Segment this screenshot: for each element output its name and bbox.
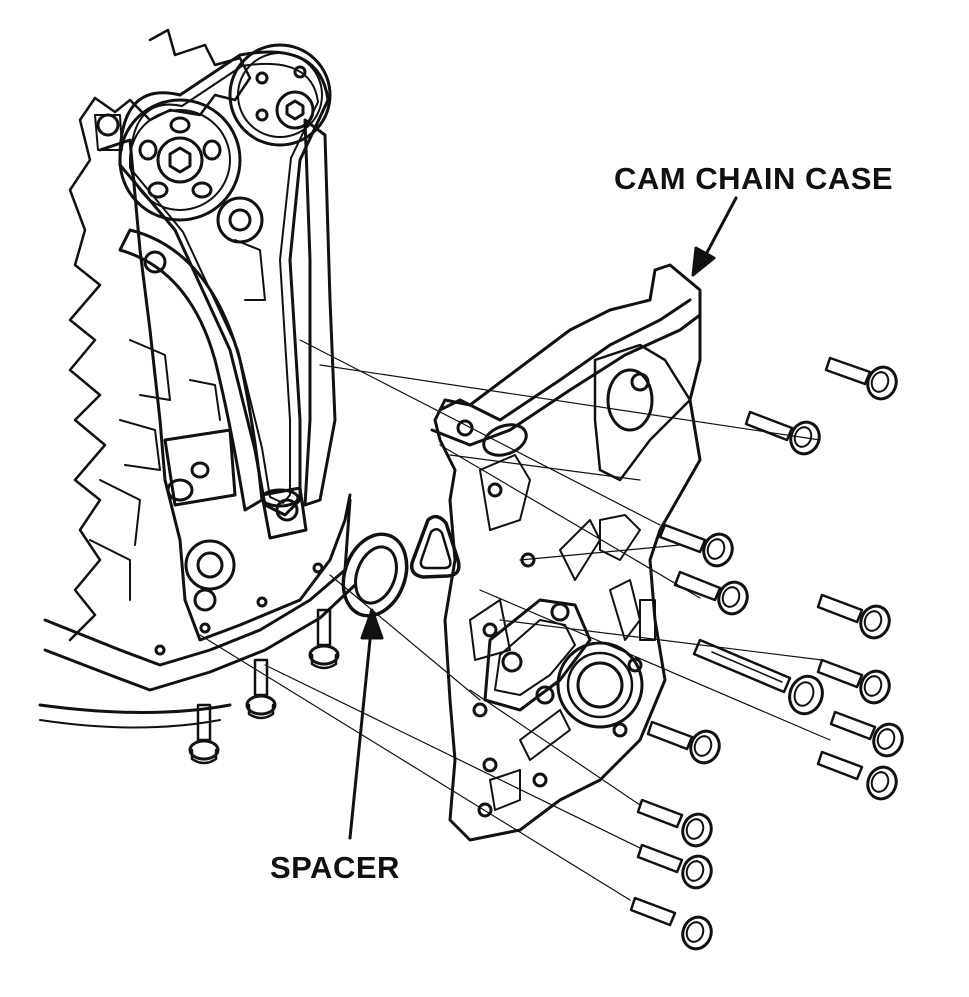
bolt xyxy=(673,570,749,616)
alignment-lines xyxy=(199,339,831,901)
spacer-label: SPACER xyxy=(270,850,400,885)
bolt xyxy=(658,523,734,568)
bolt xyxy=(245,658,277,720)
bolt xyxy=(744,410,821,456)
cam-chain-case-leader xyxy=(701,196,738,262)
bolt xyxy=(636,843,713,890)
bolt xyxy=(816,750,898,801)
cam-chain-case-arrowhead xyxy=(691,246,716,277)
cover-bolts xyxy=(629,356,904,951)
bolt xyxy=(816,658,891,705)
spacer-arrowhead xyxy=(360,608,384,640)
long-bolt xyxy=(692,638,824,716)
spacer-leader xyxy=(348,628,373,840)
bolt xyxy=(629,896,713,951)
bolt xyxy=(824,356,898,401)
bolt xyxy=(829,710,904,758)
bolt xyxy=(188,703,220,765)
engine-block xyxy=(38,28,357,729)
callout-arrows xyxy=(348,196,738,840)
bolt xyxy=(646,720,721,765)
bolt xyxy=(636,798,713,848)
oil-pan-bolts xyxy=(188,608,340,765)
bolt xyxy=(816,593,891,640)
spacer-ring xyxy=(341,532,409,618)
bolt xyxy=(308,608,340,670)
cam-chain-case xyxy=(430,263,702,842)
cam-chain-case-label: CAM CHAIN CASE xyxy=(614,161,894,196)
triangle-gasket xyxy=(409,514,461,579)
